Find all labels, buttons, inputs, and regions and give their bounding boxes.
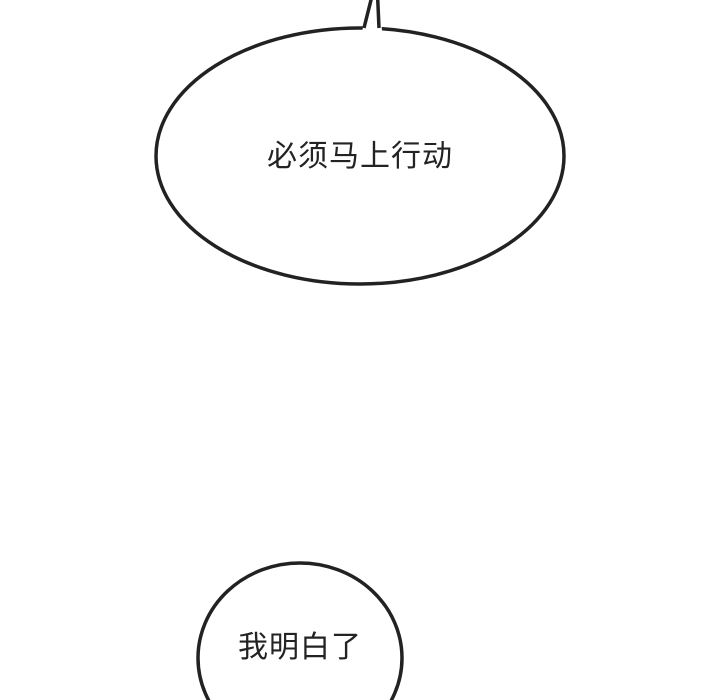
speech-bubble-bottom-outline (196, 561, 404, 700)
speech-bubble-bottom-text: 我明白了 (238, 630, 362, 665)
speech-bubble-top-tail-right-edge (376, 0, 381, 29)
speech-bubble-top-text: 必须马上行动 (267, 139, 453, 174)
speech-bubble-top-tail-left-edge (362, 0, 373, 29)
speech-bubble-top-outline (154, 26, 566, 286)
